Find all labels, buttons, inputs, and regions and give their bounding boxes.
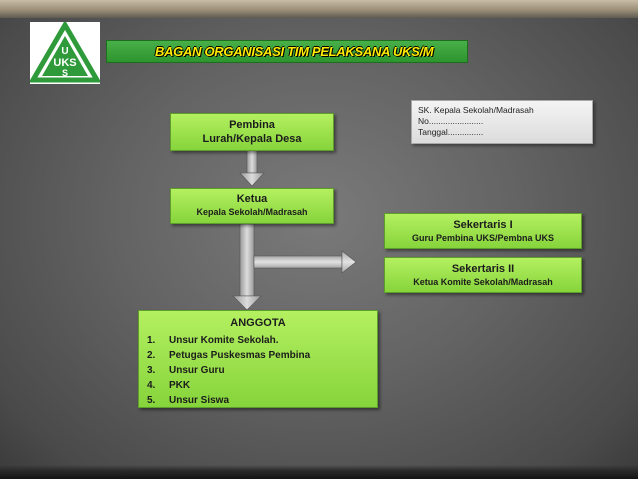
ketua-subtitle: Kepala Sekolah/Madrasah — [196, 207, 308, 217]
list-item-text: PKK — [169, 380, 191, 391]
list-item-number: 1. — [147, 335, 156, 346]
anggota-title: ANGGOTA — [230, 317, 286, 329]
page-title: BAGAN ORGANISASI TIM PELAKSANA UKS/M — [155, 44, 434, 59]
sk-note-box: SK. Kepala Sekolah/Madrasah No..........… — [411, 100, 593, 144]
arrow-pembina-to-ketua — [239, 148, 265, 187]
sk-line-1: SK. Kepala Sekolah/Madrasah — [418, 105, 534, 115]
arrow-ketua-to-anggota — [232, 223, 262, 311]
list-item-text: Unsur Guru — [169, 365, 225, 376]
sekertaris-1-subtitle: Guru Pembina UKS/Pembna UKS — [411, 233, 555, 243]
uks-logo: U UKS S — [30, 22, 100, 84]
arrow-to-sekertaris — [253, 250, 357, 274]
sk-line-2: No....................... — [418, 116, 484, 126]
sekertaris-2-box: Sekertaris II Ketua Komite Sekolah/Madra… — [384, 257, 582, 293]
list-item-number: 5. — [147, 395, 156, 406]
pembina-box: Pembina Lurah/Kepala Desa — [170, 113, 334, 151]
list-item-text: Unsur Komite Sekolah. — [169, 335, 279, 346]
title-banner: BAGAN ORGANISASI TIM PELAKSANA UKS/M — [106, 40, 468, 63]
list-item-number: 2. — [147, 350, 156, 361]
top-texture-strip — [0, 0, 638, 18]
logo-letter-top: U — [61, 46, 68, 57]
ketua-box: Ketua Kepala Sekolah/Madrasah — [170, 188, 334, 224]
logo-letter-bottom: S — [62, 68, 68, 78]
list-item-number: 3. — [147, 365, 156, 376]
list-item-number: 4. — [147, 380, 156, 391]
list-item-text: Petugas Puskesmas Pembina — [169, 350, 311, 361]
list-item-text: Unsur Siswa — [169, 395, 230, 406]
pembina-subtitle: Lurah/Kepala Desa — [202, 133, 302, 145]
sekertaris-2-title: Sekertaris II — [451, 263, 515, 275]
uks-triangle-icon: U UKS S — [30, 22, 100, 83]
sekertaris-1-box: Sekertaris I Guru Pembina UKS/Pembna UKS — [384, 213, 582, 249]
sekertaris-2-subtitle: Ketua Komite Sekolah/Madrasah — [413, 277, 553, 287]
bottom-shadow-strip — [0, 465, 638, 479]
ketua-title: Ketua — [236, 193, 268, 205]
sekertaris-1-title: Sekertaris I — [453, 219, 513, 231]
pembina-title: Pembina — [229, 119, 275, 131]
logo-letters-middle: UKS — [53, 57, 76, 69]
anggota-box: ANGGOTA 1. Unsur Komite Sekolah. 2. Petuga… — [138, 310, 378, 408]
sk-line-3: Tanggal............... — [418, 127, 484, 137]
